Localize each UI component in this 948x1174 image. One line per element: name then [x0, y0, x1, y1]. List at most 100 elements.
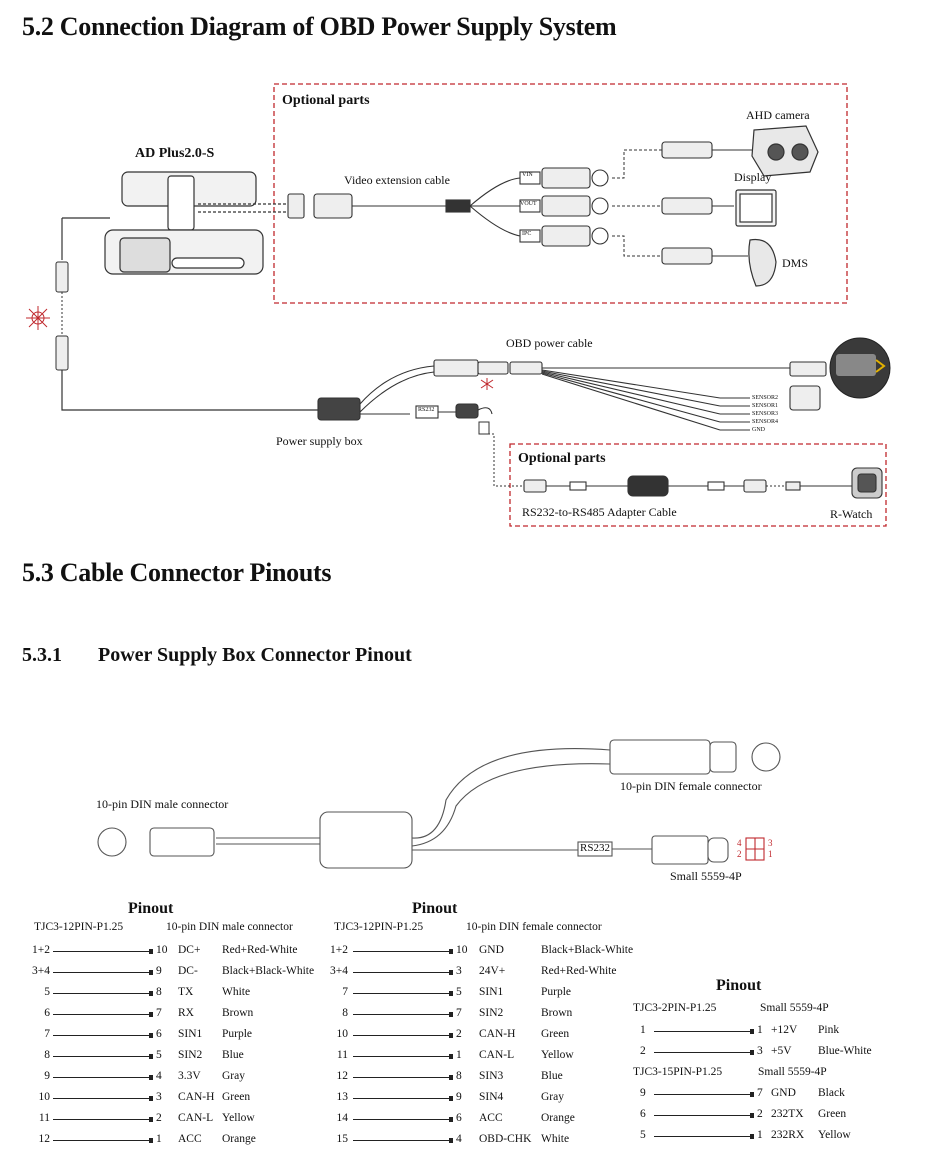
ad-plus-device	[104, 171, 290, 275]
pin-b: 8	[156, 986, 162, 998]
signal: 232TX	[771, 1108, 804, 1120]
pin-a: 5	[640, 1129, 646, 1141]
disconnect-spark-icon	[26, 306, 50, 330]
signal: CAN-L	[178, 1112, 214, 1124]
pin-b: 1	[757, 1129, 763, 1141]
table-row: 14 6 ACC Orange	[300, 1112, 640, 1133]
signal: +5V	[771, 1045, 792, 1057]
table-row: 12 1 ACC Orange	[0, 1133, 330, 1154]
pin-a: 2	[640, 1045, 646, 1057]
rwatch-label: R-Watch	[830, 507, 873, 521]
pin-b: 1	[156, 1133, 162, 1145]
color: Red+Red-White	[222, 944, 298, 956]
pin-a: 13	[336, 1091, 349, 1103]
table-row: 6 2 232TX Green	[600, 1108, 920, 1129]
ipc-label: IPC	[522, 231, 532, 237]
color: Green	[541, 1028, 570, 1040]
pin-a: 6	[44, 1007, 50, 1019]
pin-b: 4	[456, 1133, 462, 1145]
table-row: 3+4 3 24V+ Red+Red-White	[300, 965, 640, 986]
signal: RX	[178, 1007, 194, 1019]
table3-col-a2: TJC3-15PIN-P1.25	[633, 1066, 723, 1078]
sensor-label: SENSOR3	[752, 411, 779, 417]
table-row: 3+4 9 DC- Black+Black-White	[0, 965, 330, 986]
display-label: Display	[734, 170, 772, 184]
color: Black+Black-White	[541, 944, 634, 956]
vout-label: VOUT	[520, 201, 537, 207]
color: Black+Black-White	[222, 965, 315, 977]
color: Yellow	[541, 1049, 574, 1061]
pin-b: 10	[456, 944, 468, 956]
table-row: 12 8 SIN3 Blue	[300, 1070, 640, 1091]
sensor-label: SENSOR1	[752, 403, 779, 409]
table1-col-a: TJC3-12PIN-P1.25	[34, 921, 124, 933]
signal: GND	[479, 944, 504, 956]
optional-parts-box-bottom	[509, 443, 887, 527]
pin-b: 4	[156, 1070, 162, 1082]
pin-b: 3	[456, 965, 462, 977]
sensor-labels: SENSOR2 SENSOR1 SENSOR3 SENSOR4 GND	[752, 394, 778, 434]
color: Gray	[222, 1070, 245, 1082]
color: Brown	[541, 1007, 573, 1019]
signal: 3.3V	[178, 1070, 201, 1082]
video-ext-label: Video extension cable	[344, 173, 450, 187]
power-supply-box-label: Power supply box	[276, 434, 363, 448]
color: Yellow	[222, 1112, 255, 1124]
pin-a: 11	[38, 1112, 50, 1124]
signal: CAN-L	[479, 1049, 515, 1061]
color: Brown	[222, 1007, 254, 1019]
color: White	[222, 986, 251, 998]
rs232-label-diagram: RS232	[418, 407, 435, 413]
signal: ACC	[178, 1133, 202, 1145]
table-row: 15 4 OBD-CHK White	[300, 1133, 640, 1154]
female-din-label: 10-pin DIN female connector	[620, 779, 762, 793]
pin-a: 12	[38, 1133, 51, 1145]
table1: 1+2 10 DC+ Red+Red-White 3+4 9 DC- Black…	[0, 944, 330, 1154]
signal: SIN1	[479, 986, 504, 998]
pin-a: 15	[336, 1133, 349, 1145]
pin-b: 5	[456, 986, 462, 998]
color: Orange	[541, 1112, 575, 1124]
device-label: AD Plus2.0-S	[135, 146, 215, 161]
pin-a: 10	[336, 1028, 349, 1040]
obd-cable-label: OBD power cable	[506, 336, 593, 350]
color: Blue	[222, 1049, 244, 1061]
table-row: 10 3 CAN-H Green	[0, 1091, 330, 1112]
color: Blue-White	[818, 1045, 872, 1057]
section-5-3-1-number: 5.3.1	[22, 644, 62, 666]
table2-col-b: 10-pin DIN female connector	[466, 921, 602, 933]
pin-b: 7	[156, 1007, 162, 1019]
table1-title: Pinout	[128, 900, 174, 917]
signal: 232RX	[771, 1129, 805, 1141]
pinout-figure	[97, 739, 781, 869]
ahd-camera-icon	[751, 125, 819, 177]
table-row: 7 6 SIN1 Purple	[0, 1028, 330, 1049]
table-row: 8 7 SIN2 Brown	[300, 1007, 640, 1028]
table1-col-b: 10-pin DIN male connector	[166, 921, 293, 933]
pin-a: 7	[342, 986, 348, 998]
table3-title: Pinout	[716, 977, 762, 994]
pin-b: 3	[757, 1045, 763, 1057]
optional-parts-box-top	[273, 83, 848, 304]
pin-b: 1	[456, 1049, 462, 1061]
pin-a: 7	[44, 1028, 50, 1040]
table3-col-a1: TJC3-2PIN-P1.25	[633, 1002, 717, 1014]
table-row: 10 2 CAN-H Green	[300, 1028, 640, 1049]
pin-b: 2	[757, 1108, 763, 1120]
signal: SIN4	[479, 1091, 504, 1103]
color: Gray	[541, 1091, 564, 1103]
male-din-label: 10-pin DIN male connector	[96, 797, 229, 811]
signal: DC+	[178, 944, 201, 956]
pin-a: 1	[640, 1024, 646, 1036]
pin-a: 8	[342, 1007, 348, 1019]
pin-a: 10	[38, 1091, 51, 1103]
pin-a: 1+2	[32, 944, 50, 956]
section-5-3-1-title: Power Supply Box Connector Pinout	[98, 644, 412, 666]
table-row: 2 3 +5V Blue-White	[600, 1045, 920, 1066]
pin-b: 5	[156, 1049, 162, 1061]
pin-b: 3	[156, 1091, 162, 1103]
signal: OBD-CHK	[479, 1133, 532, 1145]
signal: +12V	[771, 1024, 798, 1036]
dms-icon	[748, 238, 777, 287]
pin-a: 11	[336, 1049, 348, 1061]
